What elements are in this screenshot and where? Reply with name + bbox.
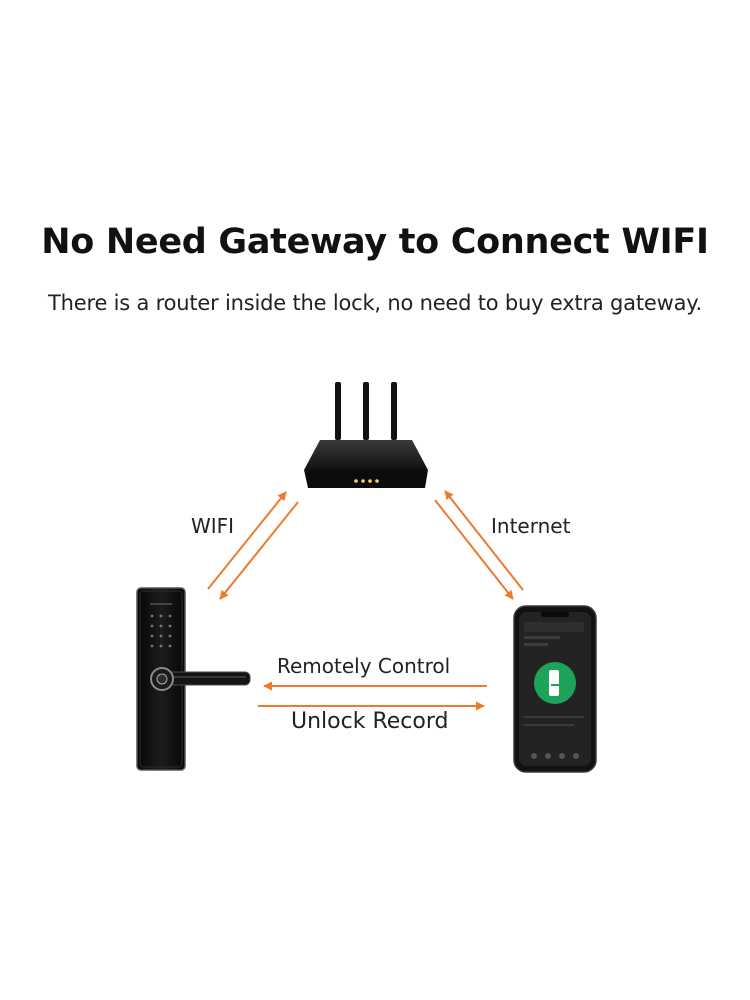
internet-link-arrows [434, 490, 524, 600]
wifi-label: WIFI [191, 514, 235, 538]
router-icon [304, 382, 428, 488]
wifi-link-arrows [207, 491, 299, 600]
page-title: No Need Gateway to Connect WIFI [41, 222, 709, 262]
smartphone-icon [513, 605, 597, 773]
remote-link-arrows [258, 681, 487, 711]
page-subtitle: There is a router inside the lock, no ne… [48, 291, 702, 315]
smart-lock-icon [136, 587, 251, 771]
internet-label: Internet [491, 514, 571, 538]
unlock-record-label: Unlock Record [291, 709, 449, 734]
remote-control-label: Remotely Control [277, 654, 451, 678]
